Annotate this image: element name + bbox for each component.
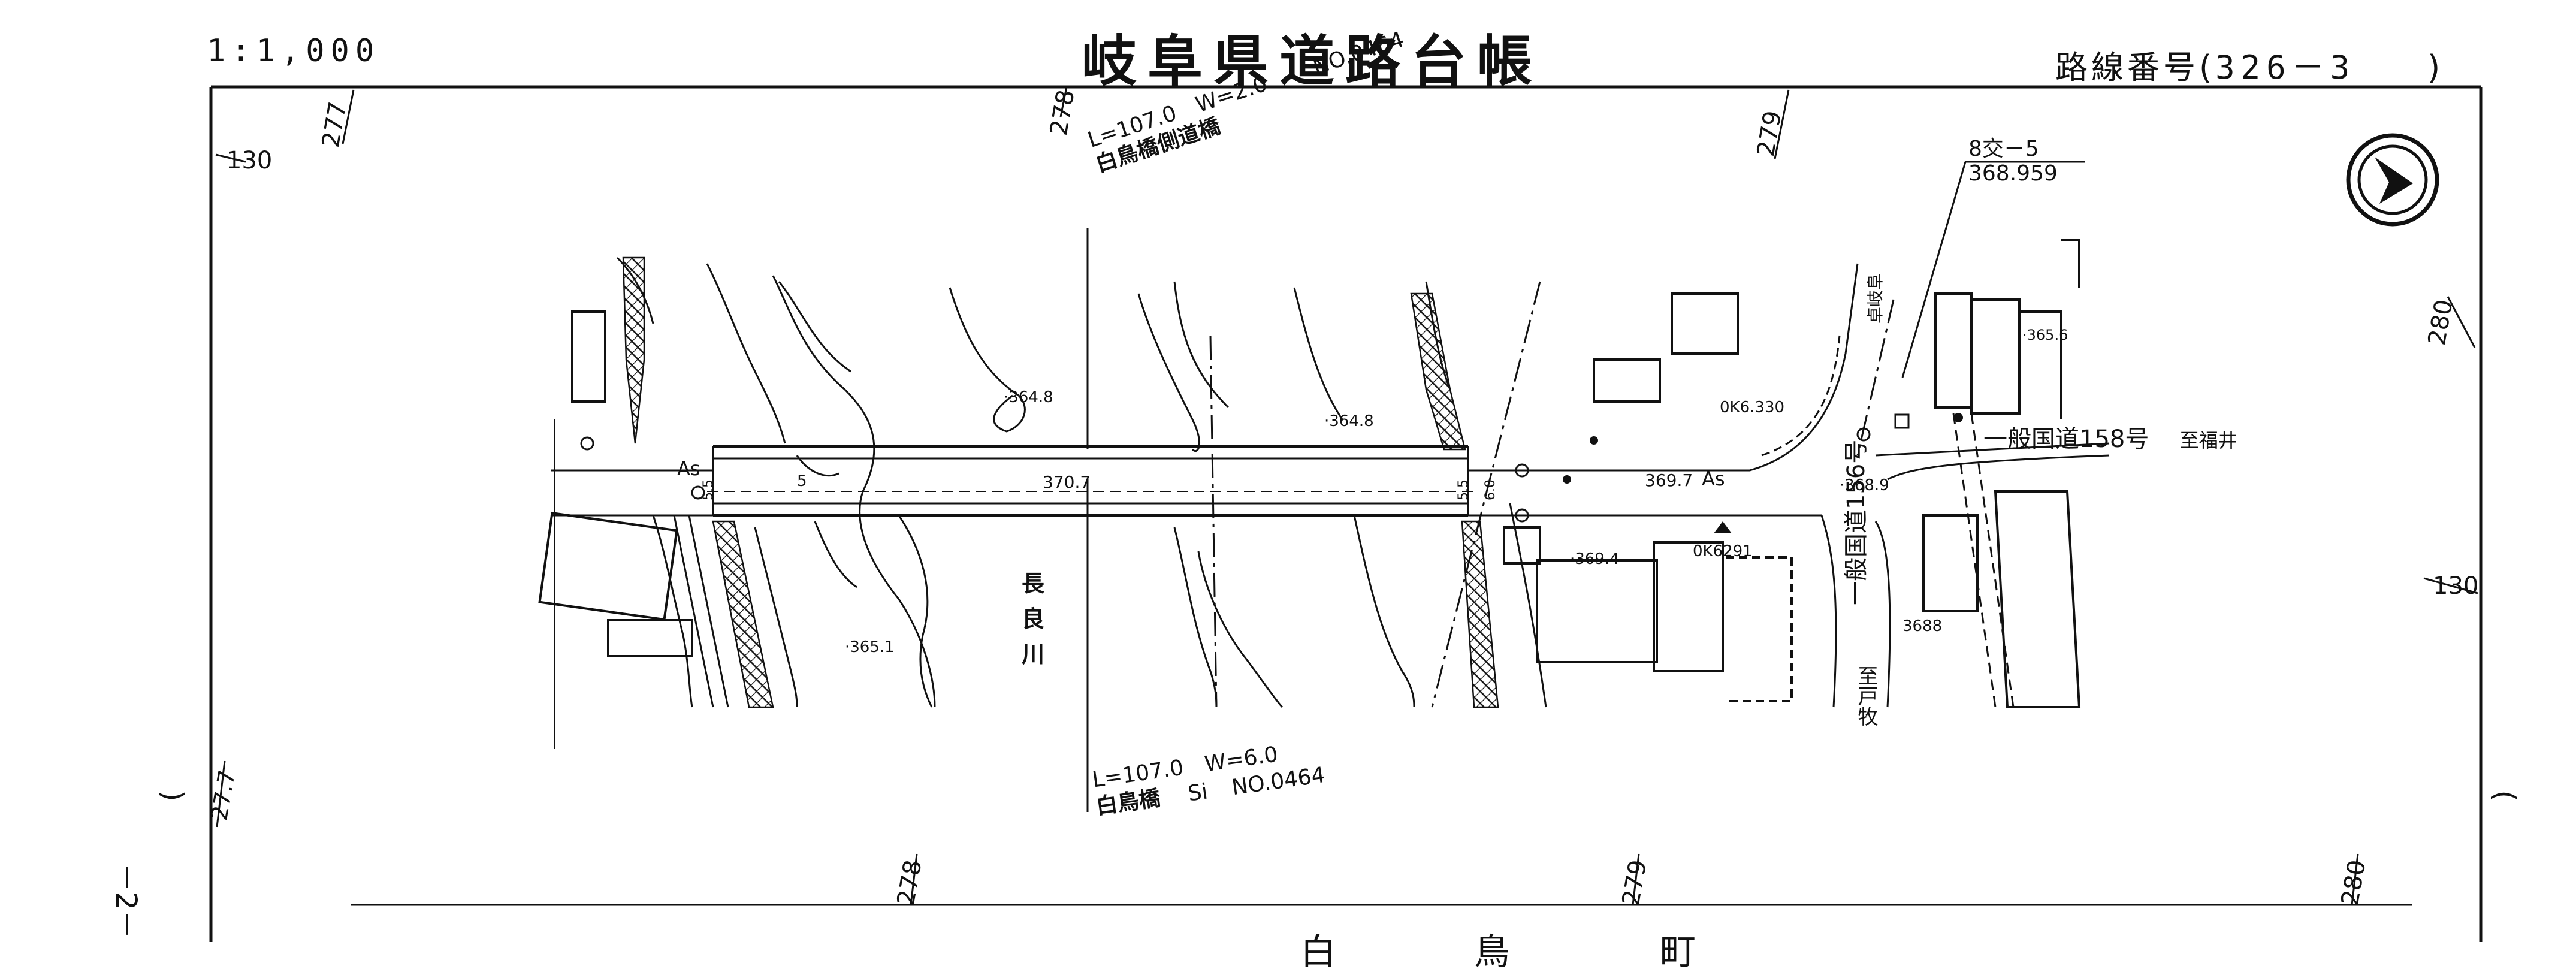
town-char-1: 白 (1300, 931, 1336, 973)
north-arrow-icon (2346, 133, 2439, 227)
to-fukui-label: 至福井 (2179, 429, 2237, 452)
to-maki-label: 至戸牧 (1854, 665, 1878, 726)
route-158-label: 一般国道158号 至福井 (1983, 419, 2237, 454)
map-frame (209, 85, 2483, 942)
river-name: 長 良 川 (1022, 566, 1044, 672)
bridge-length: 370.7 (1043, 472, 1091, 492)
width-55-left: 5.5 (701, 479, 716, 500)
benchmark-id: 8交－5 (1968, 137, 2039, 161)
as-right: As (1702, 467, 1725, 490)
river-bank-hatching (622, 256, 1499, 708)
buildings-west (538, 310, 693, 657)
spot-height-6291: 0K6291 (1693, 542, 1753, 560)
as-left: As (677, 457, 700, 480)
spot-height-3689: ·368.9 (1840, 476, 1889, 494)
road-width-3697: 369.7 (1645, 470, 1693, 490)
upper-road-label: 卓岐阜 (1865, 273, 1885, 324)
leader-lines (1086, 161, 2085, 812)
route-158-name: 一般国道158号 (1983, 425, 2149, 453)
spot-height-3694: ·369.4 (1570, 550, 1620, 568)
width-55-right: 5.5 (1456, 479, 1471, 500)
width-60: 6.0 (1483, 479, 1498, 500)
town-char-3: 町 (1660, 931, 1696, 973)
map-symbols (580, 413, 1963, 533)
grid-label-130-right: 130 (2433, 572, 2479, 600)
benchmark-label: 8交－5 368.959 (1968, 137, 2058, 186)
road-west (551, 419, 729, 749)
route-number-label: 路線番号(326－3) (2055, 41, 2444, 88)
page-title: 岐阜県道路台帳 (1082, 29, 1544, 93)
road-east (1468, 263, 2110, 708)
page-marker: －2－ (109, 863, 143, 939)
grid-label-130-left: 130 (227, 147, 273, 174)
main-bridge-code: Si (1186, 779, 1210, 807)
route-156-label: 一般国道156号 (1843, 439, 1870, 605)
left-margin-paren: ) (155, 790, 189, 802)
bridge (707, 445, 1474, 517)
span-5: 5 (797, 472, 807, 490)
grid-ticks (215, 86, 2478, 905)
spot-height-3648a: ·364.8 (1004, 388, 1053, 406)
boundary-lines (1209, 281, 1895, 708)
scale-label: 1:1,000 (207, 33, 380, 69)
town-char-2: 鳥 (1474, 931, 1510, 973)
spot-height-3656: ·365.6 (2022, 327, 2068, 343)
route-close-paren: ) (2427, 49, 2444, 86)
right-margin-paren: ( (2487, 790, 2521, 802)
route-number-value: 326－3 (2215, 49, 2356, 86)
road-map (209, 85, 2483, 942)
spot-height-6330: 0K6.330 (1720, 399, 1785, 416)
route-label-text: 路線番号 (2055, 49, 2199, 86)
spot-height-3648b: ·364.8 (1324, 412, 1374, 430)
spot-height-3688: 3688 (1902, 617, 1943, 635)
route-open-paren: ( (2199, 49, 2216, 86)
spot-height-3651: ·365.1 (845, 638, 895, 656)
river-char-3: 川 (1022, 641, 1045, 668)
river-char-2: 良 (1022, 605, 1045, 632)
buildings-east (1503, 239, 2081, 708)
river-char-1: 長 (1022, 570, 1045, 597)
benchmark-elevation: 368.959 (1968, 161, 2058, 186)
